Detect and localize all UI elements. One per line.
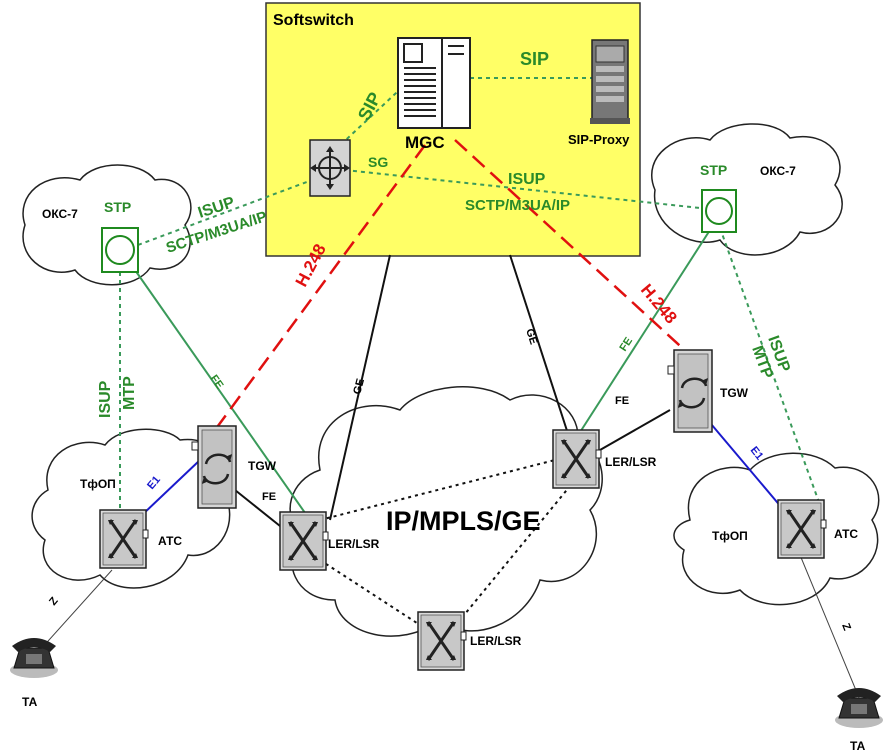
phone-left-label: ТА [22, 695, 38, 709]
phone-left-icon [9, 637, 59, 679]
ats-left-label: АТС [158, 534, 182, 548]
ge-link-left [329, 254, 391, 521]
mgc-server [397, 37, 471, 129]
core-link-3 [459, 479, 576, 621]
signaling-gateway [309, 139, 351, 197]
core-network-label: IP/MPLS/GE [386, 506, 541, 536]
fe-link-tgw-ler-left [234, 489, 286, 531]
z-left-label: Z [47, 595, 61, 608]
ler-lsr-left-label: LER/LSR [328, 537, 380, 551]
right-pstn-cloud [673, 452, 880, 606]
stp-left-node [101, 227, 139, 273]
ge-right-label: GE [523, 327, 539, 346]
ats-right-label: АТС [834, 527, 858, 541]
mtp-left-vertical-label: MTP [121, 376, 138, 410]
sigtran-right [344, 169, 701, 209]
fe-green-left [134, 269, 311, 521]
h248-link-left [213, 144, 427, 431]
z-right-label: Z [839, 622, 853, 633]
isup-right-label: ISUP [508, 171, 546, 188]
core-network-cloud [289, 386, 603, 637]
z-line-right [799, 554, 861, 701]
stp-right-node [701, 189, 737, 233]
sip-proxy-link-label: SIP [520, 49, 549, 69]
core-link-1 [319, 459, 556, 521]
ats-left-node [98, 508, 150, 570]
ge-left-label: GE [351, 377, 367, 395]
phone-right-icon [834, 687, 883, 729]
sip-proxy-server [590, 39, 630, 124]
tgw-right-node [666, 348, 714, 434]
e1-link-right [705, 417, 783, 509]
ler-lsr-right-node [551, 428, 603, 490]
fe-left-green-label: FE [208, 373, 226, 391]
tgw-left-label: TGW [248, 459, 277, 473]
fe-left-black-label: FE [262, 491, 276, 503]
ss7-left-label: ОКС-7 [42, 207, 78, 221]
sg-label: SG [368, 154, 388, 170]
ge-link-right [509, 254, 571, 441]
softswitch-title: Softswitch [273, 12, 354, 29]
e1-link-left [141, 459, 201, 516]
h248-link-right [454, 139, 691, 356]
fe-green-right [574, 229, 711, 441]
fe-link-ler-tgw-right [599, 409, 671, 451]
z-line-left [39, 569, 113, 651]
pstn-right-label: ТфОП [712, 529, 748, 543]
ler-lsr-bottom-label: LER/LSR [470, 634, 522, 648]
ler-lsr-bottom-node [416, 610, 468, 672]
tgw-right-label: TGW [720, 386, 749, 400]
stp-left-label: STP [104, 199, 131, 215]
mgc-label: MGC [405, 133, 445, 152]
ler-lsr-left-node [278, 510, 330, 572]
ss7-right-label: ОКС-7 [760, 164, 796, 178]
ats-right-node [776, 498, 828, 560]
isup-mtp-right [719, 227, 821, 506]
tgw-left-node [190, 424, 238, 510]
sip-sg-mgc [334, 79, 411, 151]
isup-left-label: ISUP [196, 194, 237, 222]
sip-proxy-label: SIP-Proxy [568, 132, 630, 147]
sigtran-right-label: SCTP/M3UA/IP [465, 197, 570, 214]
left-ss7-cloud [22, 164, 192, 286]
left-pstn-cloud [31, 428, 231, 589]
stp-right-label: STP [700, 162, 727, 178]
right-ss7-cloud [651, 123, 843, 256]
isup-left-vertical-label: ISUP [97, 380, 114, 418]
pstn-left-label: ТфОП [80, 477, 116, 491]
core-link-2 [319, 559, 421, 626]
fe-right-black-label: FE [615, 395, 629, 407]
phone-right-label: ТА [850, 739, 866, 753]
sigtran-left [137, 179, 313, 246]
ler-lsr-right-label: LER/LSR [605, 455, 657, 469]
